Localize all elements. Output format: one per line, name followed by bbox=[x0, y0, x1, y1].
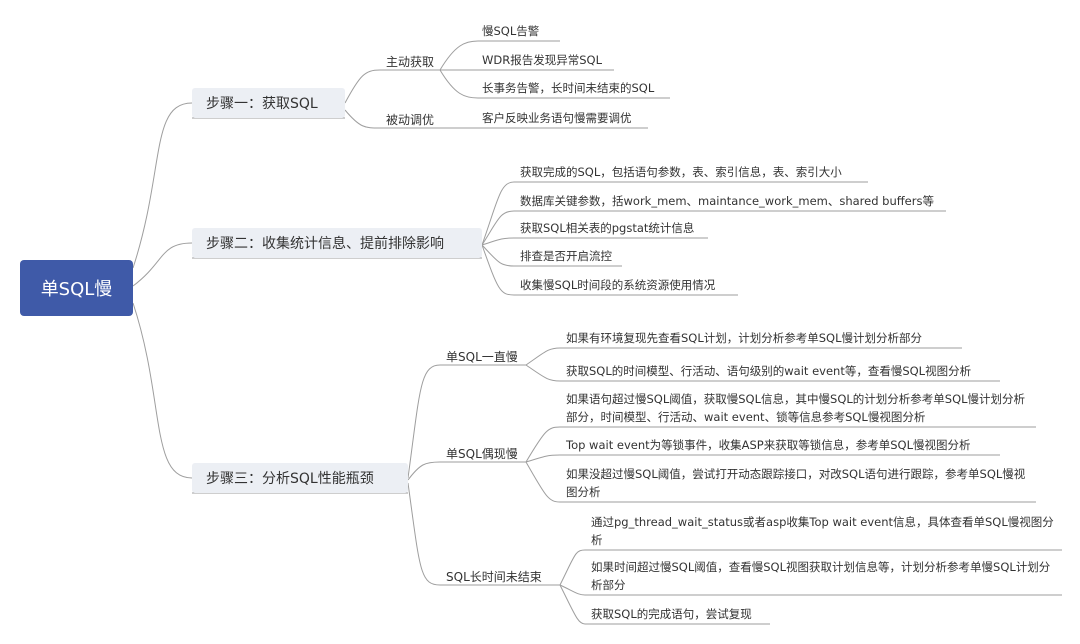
leaf-pgstat[interactable]: 获取SQL相关表的pgstat统计信息 bbox=[520, 221, 695, 235]
subtopic-long-running[interactable]: SQL长时间未结束 bbox=[446, 570, 542, 584]
leaf-db-params[interactable]: 数据库关键参数，括work_mem、maintance_work_mem、sha… bbox=[520, 194, 934, 208]
leaf-top-wait-event[interactable]: Top wait event为等锁事件，收集ASP来获取等锁信息，参考单SQL慢… bbox=[566, 438, 971, 452]
leaf-view-plan-info[interactable]: 如果时间超过慢SQL阈值，查看慢SQL视图获取计划信息等，计划分析参考单慢SQL… bbox=[591, 560, 1051, 592]
step-1-topic[interactable]: 步骤一：获取SQL bbox=[192, 88, 345, 118]
leaf-flow-control[interactable]: 排查是否开启流控 bbox=[520, 249, 612, 263]
subtopic-active-fetch[interactable]: 主动获取 bbox=[386, 55, 435, 69]
subtopic-occasionally-slow[interactable]: 单SQL偶现慢 bbox=[446, 447, 518, 461]
leaf-reproduce-plan[interactable]: 如果有环境复现先查看SQL计划，计划分析参考单SQL慢计划分析部分 bbox=[566, 331, 923, 345]
subtopic-always-slow[interactable]: 单SQL一直慢 bbox=[446, 350, 518, 364]
leaf-thread-wait-status[interactable]: 通过pg_thread_wait_status或者asp收集Top wait e… bbox=[591, 515, 1054, 547]
leaf-reproduce-statement[interactable]: 获取SQL的完成语句，尝试复现 bbox=[591, 607, 752, 621]
leaf-system-resources[interactable]: 收集慢SQL时间段的系统资源使用情况 bbox=[520, 278, 716, 292]
leaf-complete-sql[interactable]: 获取完成的SQL，包括语句参数，表、索引信息，表、索引大小 bbox=[520, 165, 842, 179]
step-2-topic[interactable]: 步骤二：收集统计信息、提前排除影响 bbox=[192, 228, 482, 258]
step-3-topic[interactable]: 步骤三：分析SQL性能瓶颈 bbox=[192, 463, 408, 493]
subtopic-passive-tuning[interactable]: 被动调优 bbox=[386, 113, 435, 127]
root-topic[interactable]: 单SQL慢 bbox=[20, 260, 133, 316]
leaf-exceed-threshold[interactable]: 如果语句超过慢SQL阈值，获取慢SQL信息，其中慢SQL的计划分析参考单SQL慢… bbox=[566, 392, 1026, 424]
leaf-long-transaction-alert[interactable]: 长事务告警，长时间未结束的SQL bbox=[482, 81, 655, 95]
leaf-time-model[interactable]: 获取SQL的时间模型、行活动、语句级别的wait event等，查看慢SQL视图… bbox=[566, 364, 972, 378]
leaf-dynamic-trace[interactable]: 如果没超过慢SQL阈值，尝试打开动态跟踪接口，对改SQL语句进行跟踪，参考单SQ… bbox=[566, 467, 1026, 499]
leaf-customer-feedback[interactable]: 客户反映业务语句慢需要调优 bbox=[482, 111, 632, 125]
leaf-slow-sql-alert[interactable]: 慢SQL告警 bbox=[482, 24, 540, 38]
leaf-wdr-report[interactable]: WDR报告发现异常SQL bbox=[482, 53, 602, 67]
